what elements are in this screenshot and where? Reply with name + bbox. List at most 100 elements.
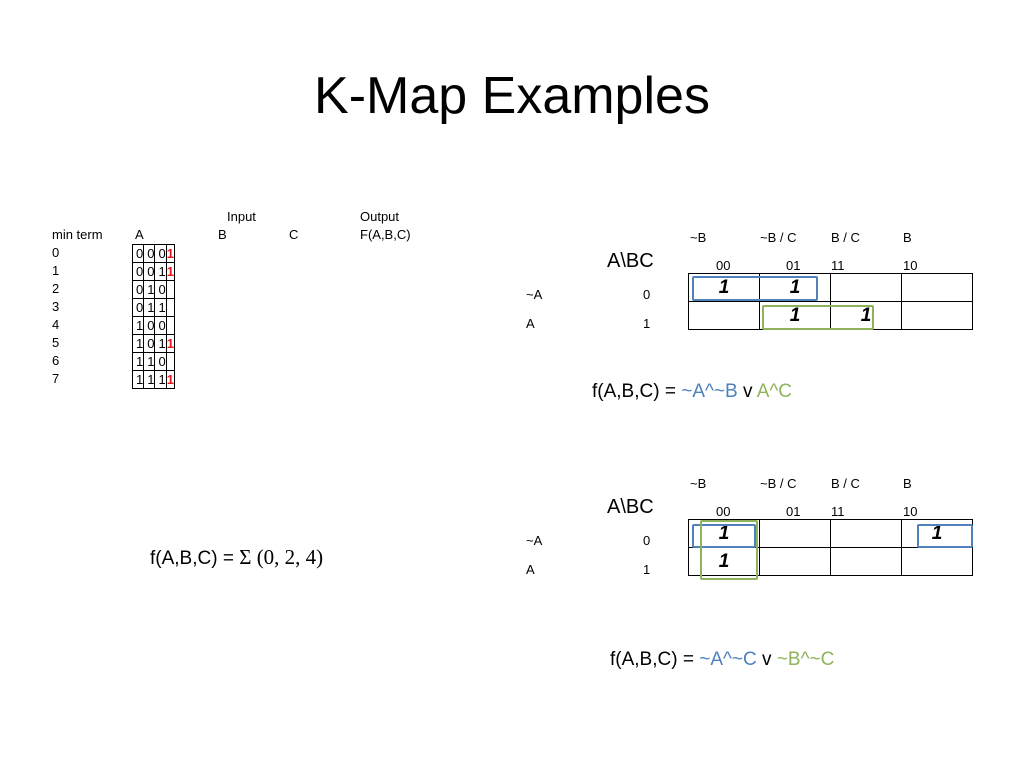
column-code-label: 11 <box>831 504 845 519</box>
column-header-f: F(A,B,C) <box>360 227 411 242</box>
table-row: 1 0 1 1 <box>131 334 175 353</box>
column-code-label: 11 <box>831 258 845 273</box>
minterm-label: 4 <box>52 317 60 332</box>
table-cell: 1 <box>131 370 145 389</box>
row-code-label: 1 <box>643 562 651 577</box>
column-code-label: 10 <box>903 258 918 273</box>
table-cell: 1 <box>143 370 156 389</box>
column-top-label: ~B / C <box>760 476 797 491</box>
formula-term-green: A^C <box>756 381 792 402</box>
sum-formula-prefix: f(A,B,C) = <box>150 548 240 569</box>
table-cell: 0 <box>154 316 167 335</box>
minterm-label: 7 <box>52 371 60 386</box>
table-row: 0 0 0 1 <box>131 244 175 263</box>
column-code-label: 01 <box>786 504 801 519</box>
formula-term-green: ~B^~C <box>776 649 835 670</box>
output-cell <box>165 352 175 371</box>
kmap-corner-label: A\BC <box>607 496 654 518</box>
column-top-label: B <box>903 230 912 245</box>
table-cell: 1 <box>143 352 156 371</box>
kmap-2: ~B ~B / C B / C B A\BC 00 01 11 10 ~A A … <box>520 474 980 664</box>
table-cell: 0 <box>131 298 145 317</box>
table-cell: 0 <box>143 262 156 281</box>
green-group-highlight <box>762 305 874 330</box>
kmap-1: ~B ~B / C B / C B A\BC 00 01 11 10 ~A A … <box>520 228 980 418</box>
blue-group-highlight-right <box>917 524 973 548</box>
output-cell: 1 <box>165 262 175 281</box>
table-cell: 1 <box>131 352 145 371</box>
row-name-label: A <box>526 316 535 331</box>
formula-prefix: f(A,B,C) = <box>610 649 700 670</box>
kmap-row: 1 <box>688 547 973 576</box>
row-name-label: ~A <box>526 533 543 548</box>
row-name-label: A <box>526 562 535 577</box>
table-cell: 0 <box>131 280 145 299</box>
column-code-label: 00 <box>716 504 731 519</box>
column-top-label: ~B <box>690 230 707 245</box>
output-cell <box>165 298 175 317</box>
kmap-cell <box>830 519 902 548</box>
table-cell: 1 <box>154 262 167 281</box>
table-row: 0 1 0 <box>131 280 175 299</box>
table-row: 0 0 1 1 <box>131 262 175 281</box>
column-top-label: ~B / C <box>760 230 797 245</box>
column-header-a: A <box>135 227 144 242</box>
table-cell: 1 <box>131 334 145 353</box>
kmap-cell <box>901 547 973 576</box>
input-group-header: Input <box>227 209 256 224</box>
kmap-cell <box>901 301 973 330</box>
column-top-label: B <box>903 476 912 491</box>
formula-prefix: f(A,B,C) = <box>592 381 682 402</box>
row-code-label: 0 <box>643 287 651 302</box>
table-row: 1 1 1 1 <box>131 370 175 389</box>
column-top-label: B / C <box>831 476 860 491</box>
output-cell: 1 <box>165 334 175 353</box>
table-cell: 0 <box>131 244 145 263</box>
table-row: 1 1 0 <box>131 352 175 371</box>
table-cell: 0 <box>143 334 156 353</box>
formula-operator: v <box>756 649 777 670</box>
output-group-header: Output <box>360 209 400 224</box>
table-cell: 1 <box>154 334 167 353</box>
formula-term-blue: ~A^~B <box>681 381 738 402</box>
kmap-cell <box>759 547 831 576</box>
truth-table-grid: 0 0 0 1 0 0 1 1 0 1 0 0 1 1 1 0 0 <box>131 244 175 389</box>
formula-term-blue: ~A^~C <box>699 649 757 670</box>
sum-formula: f(A,B,C) = Σ (0, 2, 4) <box>150 545 323 571</box>
minterm-label: 2 <box>52 281 60 296</box>
column-header-b: B <box>218 227 227 242</box>
table-cell: 1 <box>154 370 167 389</box>
output-cell: 1 <box>165 370 175 389</box>
kmap-grid: 1 1 1 1 <box>688 273 973 330</box>
output-cell: 1 <box>165 244 175 263</box>
row-code-label: 1 <box>643 316 651 331</box>
blue-group-highlight <box>692 276 818 301</box>
table-row: 0 1 1 <box>131 298 175 317</box>
formula-operator: v <box>737 381 757 402</box>
minterm-header: min term <box>52 227 103 242</box>
row-name-label: ~A <box>526 287 543 302</box>
minterm-label: 5 <box>52 335 60 350</box>
table-cell: 0 <box>143 244 156 263</box>
column-top-label: ~B <box>690 476 707 491</box>
column-top-label: B / C <box>831 230 860 245</box>
table-cell: 1 <box>131 316 145 335</box>
column-code-label: 01 <box>786 258 801 273</box>
kmap-corner-label: A\BC <box>607 250 654 272</box>
table-row: 1 0 0 <box>131 316 175 335</box>
row-code-label: 0 <box>643 533 651 548</box>
minterm-label: 1 <box>52 263 60 278</box>
kmap-cell <box>901 273 973 302</box>
kmap-cell <box>830 273 902 302</box>
minterm-label: 0 <box>52 245 60 260</box>
kmap-2-formula: f(A,B,C) = ~A^~C v ~B^~C <box>610 648 834 672</box>
slide-title: K-Map Examples <box>314 67 710 125</box>
table-cell: 1 <box>143 298 156 317</box>
table-cell: 1 <box>154 298 167 317</box>
table-cell: 0 <box>143 316 156 335</box>
output-cell <box>165 316 175 335</box>
table-cell: 0 <box>131 262 145 281</box>
column-header-c: C <box>289 227 299 242</box>
kmap-cell <box>759 519 831 548</box>
table-cell: 1 <box>143 280 156 299</box>
